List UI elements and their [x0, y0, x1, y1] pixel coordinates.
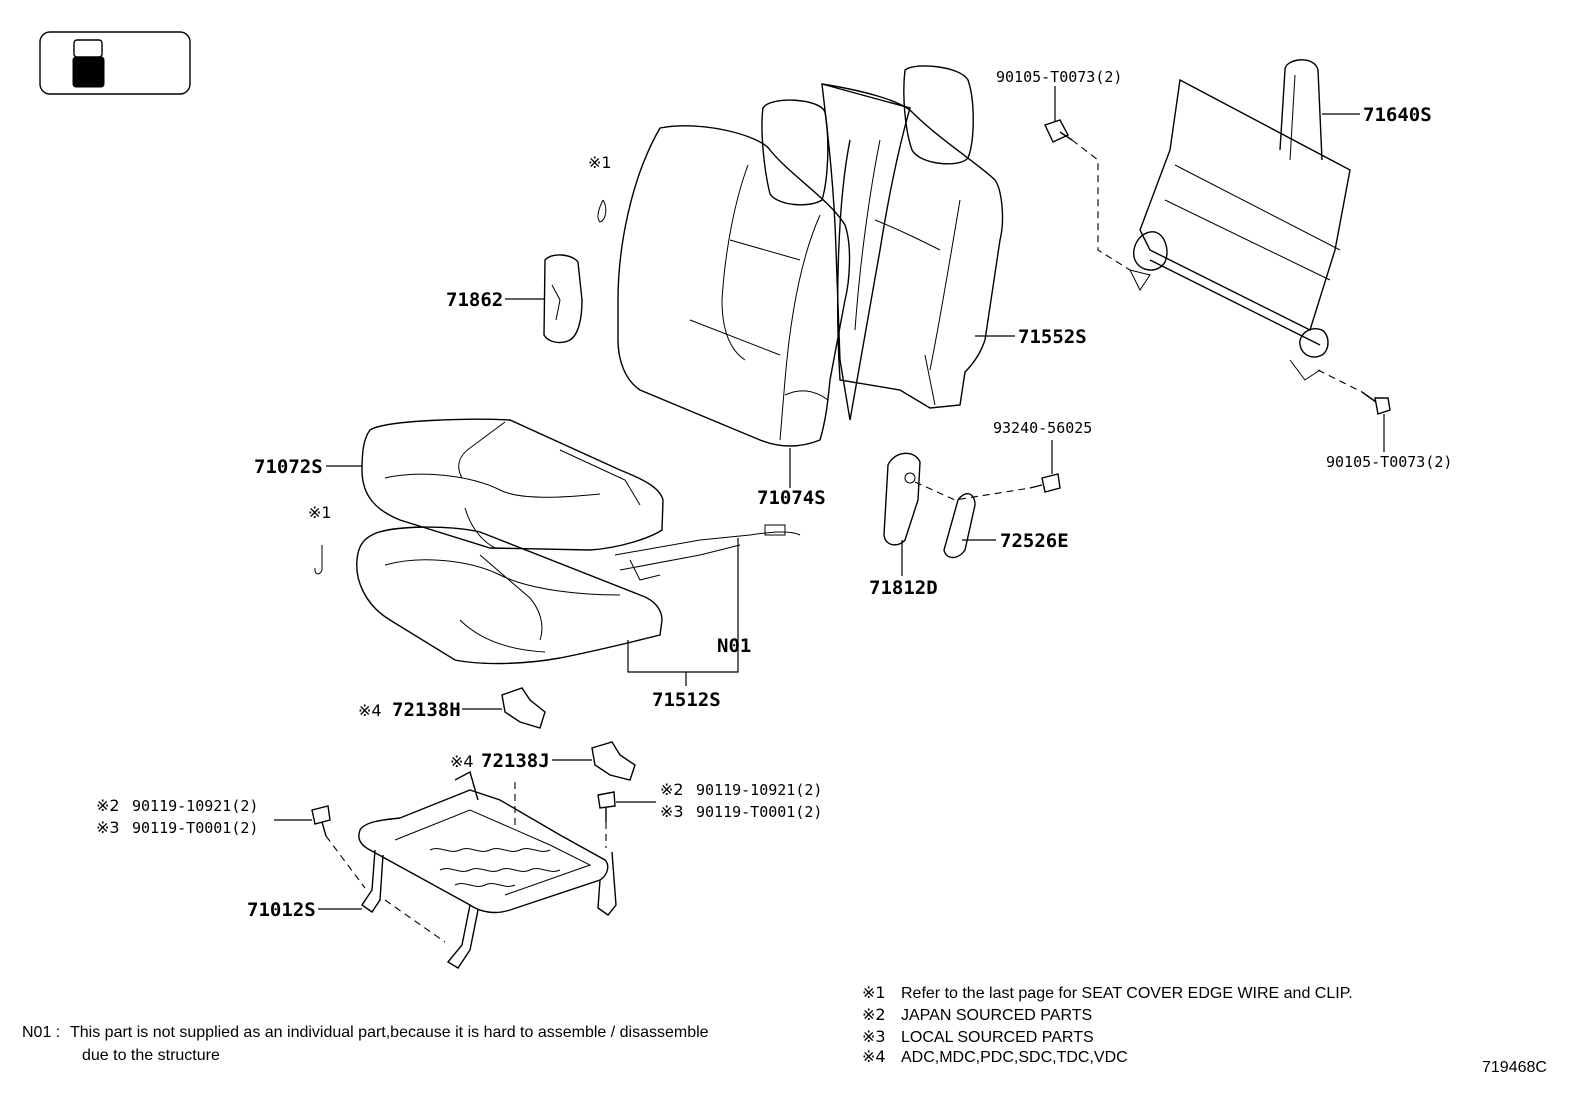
label-72526E: 72526E [1000, 530, 1069, 552]
leader-71512S-n01 [628, 538, 738, 672]
label-90119-right-2: 90119-T0001(2) [696, 803, 822, 821]
legend-note-1: Refer to the last page for SEAT COVER ED… [901, 985, 1353, 1002]
legend-mark-4: ※4 [862, 1047, 886, 1066]
cover-71812D-drawing [884, 453, 920, 545]
mark-clip-lower: ※1 [308, 503, 332, 522]
legend-note-2: JAPAN SOURCED PARTS [901, 1007, 1092, 1024]
legend-mark-3: ※3 [862, 1027, 886, 1046]
mark-right-2: ※2 [660, 780, 684, 799]
cover-72138J-drawing [592, 742, 635, 780]
label-90119-left-2: 90119-T0001(2) [132, 819, 258, 837]
n01-note-prefix: N01 : [22, 1024, 60, 1041]
label-71072S: 71072S [254, 456, 323, 478]
bolt-90105-bottom-drawing [1362, 392, 1390, 414]
legend-mark-1: ※1 [862, 983, 886, 1002]
label-90119-left-1: 90119-10921(2) [132, 797, 258, 815]
dash-90105-top [1072, 140, 1130, 270]
cover-72526E-drawing [944, 494, 975, 558]
bolt-90105-top-drawing [1045, 120, 1072, 142]
mark-left-2: ※2 [96, 796, 120, 815]
clip-upper-drawing [598, 200, 606, 222]
legend-mark-2: ※2 [862, 1005, 886, 1024]
cushion-cover-71072S-drawing [362, 419, 663, 550]
label-71862: 71862 [446, 289, 503, 311]
label-90105-top: 90105-T0073(2) [996, 68, 1122, 86]
dash-93240 [915, 482, 1030, 500]
clip-lower-drawing [315, 545, 322, 574]
seat-locator-icon [40, 32, 190, 94]
cover-71862-drawing [544, 255, 582, 343]
label-93240: 93240-56025 [993, 419, 1092, 437]
mark-clip-upper: ※1 [588, 153, 612, 172]
label-72138J: 72138J [481, 750, 550, 772]
label-90119-right-1: 90119-10921(2) [696, 781, 822, 799]
screw-93240-drawing [1030, 474, 1060, 492]
mark-72138H: ※4 [358, 701, 382, 720]
label-71512S: 71512S [652, 689, 721, 711]
dash-90105-bottom [1318, 370, 1362, 392]
figure-id: 719468C [1482, 1059, 1547, 1076]
bolt-90119-right-drawing [598, 792, 615, 822]
cushion-frame-71012S-drawing [359, 772, 616, 968]
label-71012S: 71012S [247, 899, 316, 921]
mark-72138J: ※4 [450, 752, 474, 771]
label-71640S: 71640S [1363, 104, 1432, 126]
n01-note-line1: This part is not supplied as an individu… [70, 1024, 709, 1041]
dash-90119-left [326, 836, 365, 888]
cushion-pad-71512S-drawing [357, 527, 662, 663]
label-90105-bottom: 90105-T0073(2) [1326, 453, 1452, 471]
seatback-frame-71640S-drawing [1130, 60, 1350, 380]
label-n01: N01 [717, 635, 751, 657]
legend-note-3: LOCAL SOURCED PARTS [901, 1029, 1094, 1046]
label-71074S: 71074S [757, 487, 826, 509]
bolt-90119-left-drawing [312, 806, 330, 836]
label-72138H: 72138H [392, 699, 461, 721]
cover-72138H-drawing [502, 688, 545, 728]
label-71812D: 71812D [869, 577, 938, 599]
n01-note-line2: due to the structure [82, 1047, 220, 1064]
mark-left-3: ※3 [96, 818, 120, 837]
label-71552S: 71552S [1018, 326, 1087, 348]
legend-note-4: ADC,MDC,PDC,SDC,TDC,VDC [901, 1049, 1128, 1066]
seatback-cover-71074S-drawing [618, 100, 850, 446]
dash-frame-left [385, 900, 445, 942]
heater-harness-n01-drawing [615, 525, 800, 580]
mark-right-3: ※3 [660, 802, 684, 821]
